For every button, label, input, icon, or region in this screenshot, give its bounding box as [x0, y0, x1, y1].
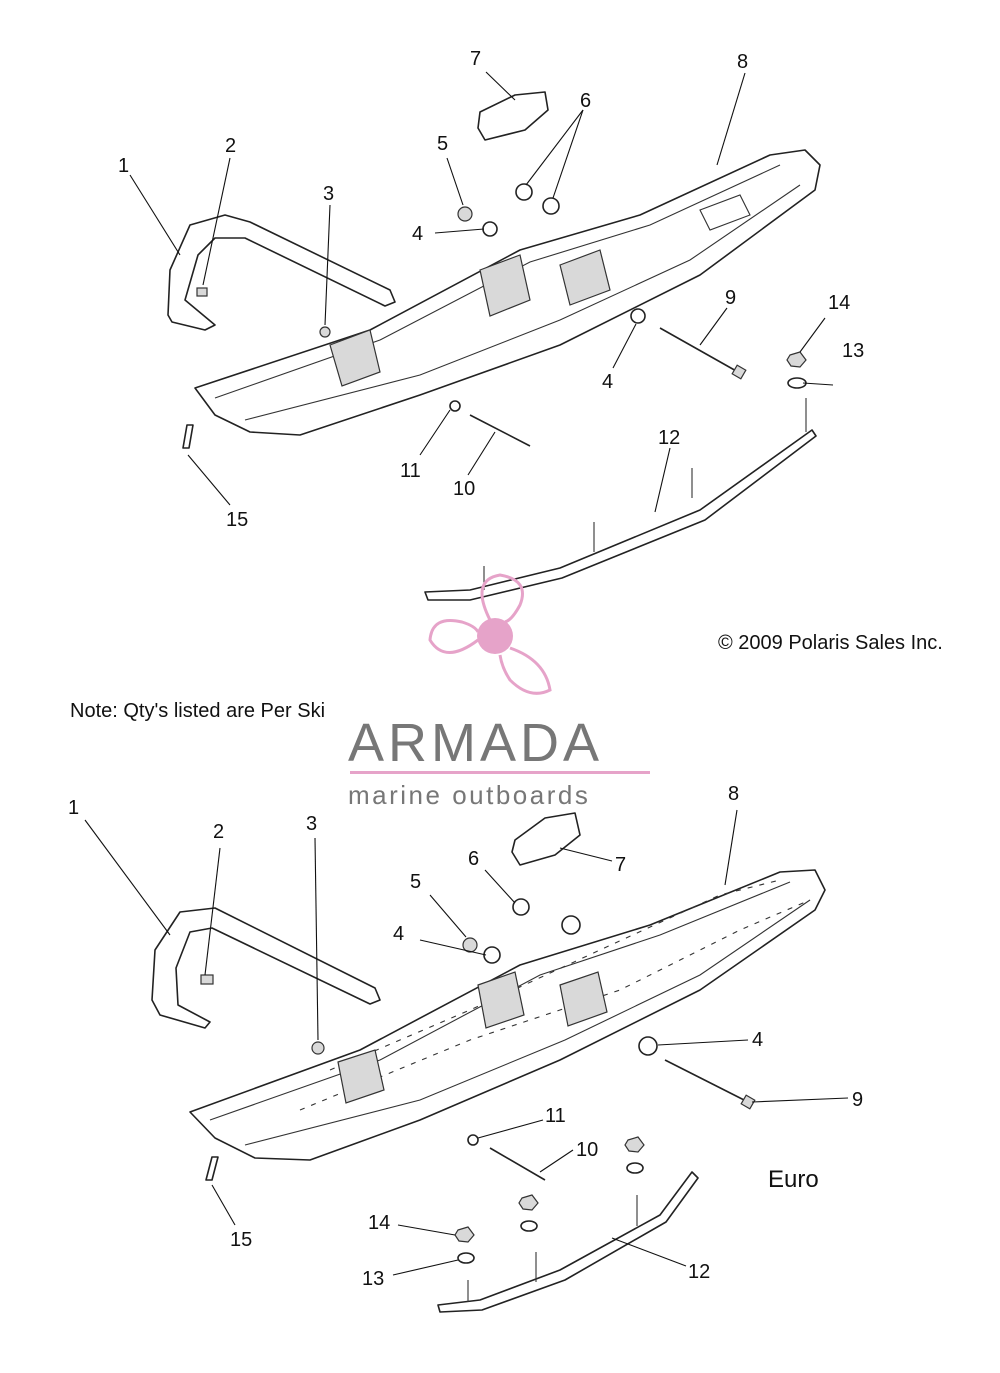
callout: 13 [362, 1268, 384, 1290]
lock-nut [518, 1194, 539, 1211]
callout: 4 [602, 371, 613, 393]
watermark-rule [350, 771, 650, 774]
callout: 3 [323, 183, 334, 205]
bottom-leaders [84, 809, 849, 1276]
handle-nut [311, 1041, 325, 1055]
callout: 10 [453, 478, 475, 500]
handle-nut [319, 326, 331, 338]
callout: 3 [306, 813, 317, 835]
rivet [182, 424, 194, 449]
top-callouts: 1 2 3 4 5 6 7 8 9 4 10 11 12 13 14 15 [118, 48, 864, 531]
wear-bar [424, 429, 817, 601]
callout: 13 [842, 340, 864, 362]
wear-bar [437, 1171, 699, 1313]
washer [483, 946, 501, 964]
callout: 6 [580, 90, 591, 112]
bushing [515, 183, 533, 201]
washer [638, 1036, 658, 1056]
callout: 11 [545, 1105, 566, 1127]
spindle-bolt [659, 327, 739, 373]
bolt [489, 1147, 546, 1181]
callout: 12 [658, 427, 680, 449]
bushing [561, 915, 581, 935]
callout: 9 [725, 287, 736, 309]
callout: 14 [368, 1212, 390, 1234]
callout: 4 [412, 223, 423, 245]
bolt [469, 414, 531, 447]
propeller-logo [428, 573, 552, 695]
bottom-callouts: 1 2 3 4 5 6 7 8 4 9 10 11 12 13 14 15 [68, 783, 863, 1290]
watermark-tagline: marine outboards [348, 780, 591, 810]
nut [457, 206, 473, 222]
ski-saddle [511, 812, 581, 866]
bushing [542, 197, 560, 215]
ski-handle [167, 214, 396, 331]
flat-washer [457, 1252, 475, 1264]
callout: 10 [576, 1139, 598, 1161]
callout: 5 [410, 871, 421, 893]
callout: 15 [230, 1229, 252, 1251]
callout: 7 [615, 854, 626, 876]
lock-nut [624, 1136, 645, 1153]
callout: 2 [213, 821, 224, 843]
flat-washer [520, 1220, 538, 1232]
washer [482, 221, 498, 237]
rivet [205, 1156, 219, 1181]
callout: 11 [400, 460, 421, 482]
callout: 5 [437, 133, 448, 155]
copyright-text: © 2009 Polaris Sales Inc. [718, 632, 943, 654]
ski-handle [151, 907, 381, 1029]
bottom-ski-assembly [151, 812, 826, 1313]
flat-washer [626, 1162, 644, 1174]
watermark-brand: ARMADA [348, 713, 604, 773]
variant-label: Euro [768, 1166, 819, 1193]
callout: 4 [752, 1029, 763, 1051]
bushing [512, 898, 530, 916]
callout: 7 [470, 48, 481, 70]
lock-nut [786, 351, 807, 368]
top-leaders [129, 71, 834, 513]
callout: 6 [468, 848, 479, 870]
spindle-bolt [664, 1059, 749, 1103]
top-ski-assembly [167, 91, 821, 601]
callout: 14 [828, 292, 850, 314]
callout: 1 [68, 797, 79, 819]
callout: 4 [393, 923, 404, 945]
callout: 8 [728, 783, 739, 805]
callout: 9 [852, 1089, 863, 1111]
note-text: Note: Qty's listed are Per Ski [70, 700, 326, 722]
callout: 12 [688, 1261, 710, 1283]
lock-nut [454, 1226, 475, 1243]
washer [630, 308, 646, 324]
handle-screw [196, 287, 208, 297]
callout: 1 [118, 155, 129, 177]
callout: 8 [737, 51, 748, 73]
callout: 2 [225, 135, 236, 157]
handle-screw [200, 974, 214, 985]
callout: 15 [226, 509, 248, 531]
ski-saddle [477, 91, 549, 141]
nut [462, 937, 478, 953]
